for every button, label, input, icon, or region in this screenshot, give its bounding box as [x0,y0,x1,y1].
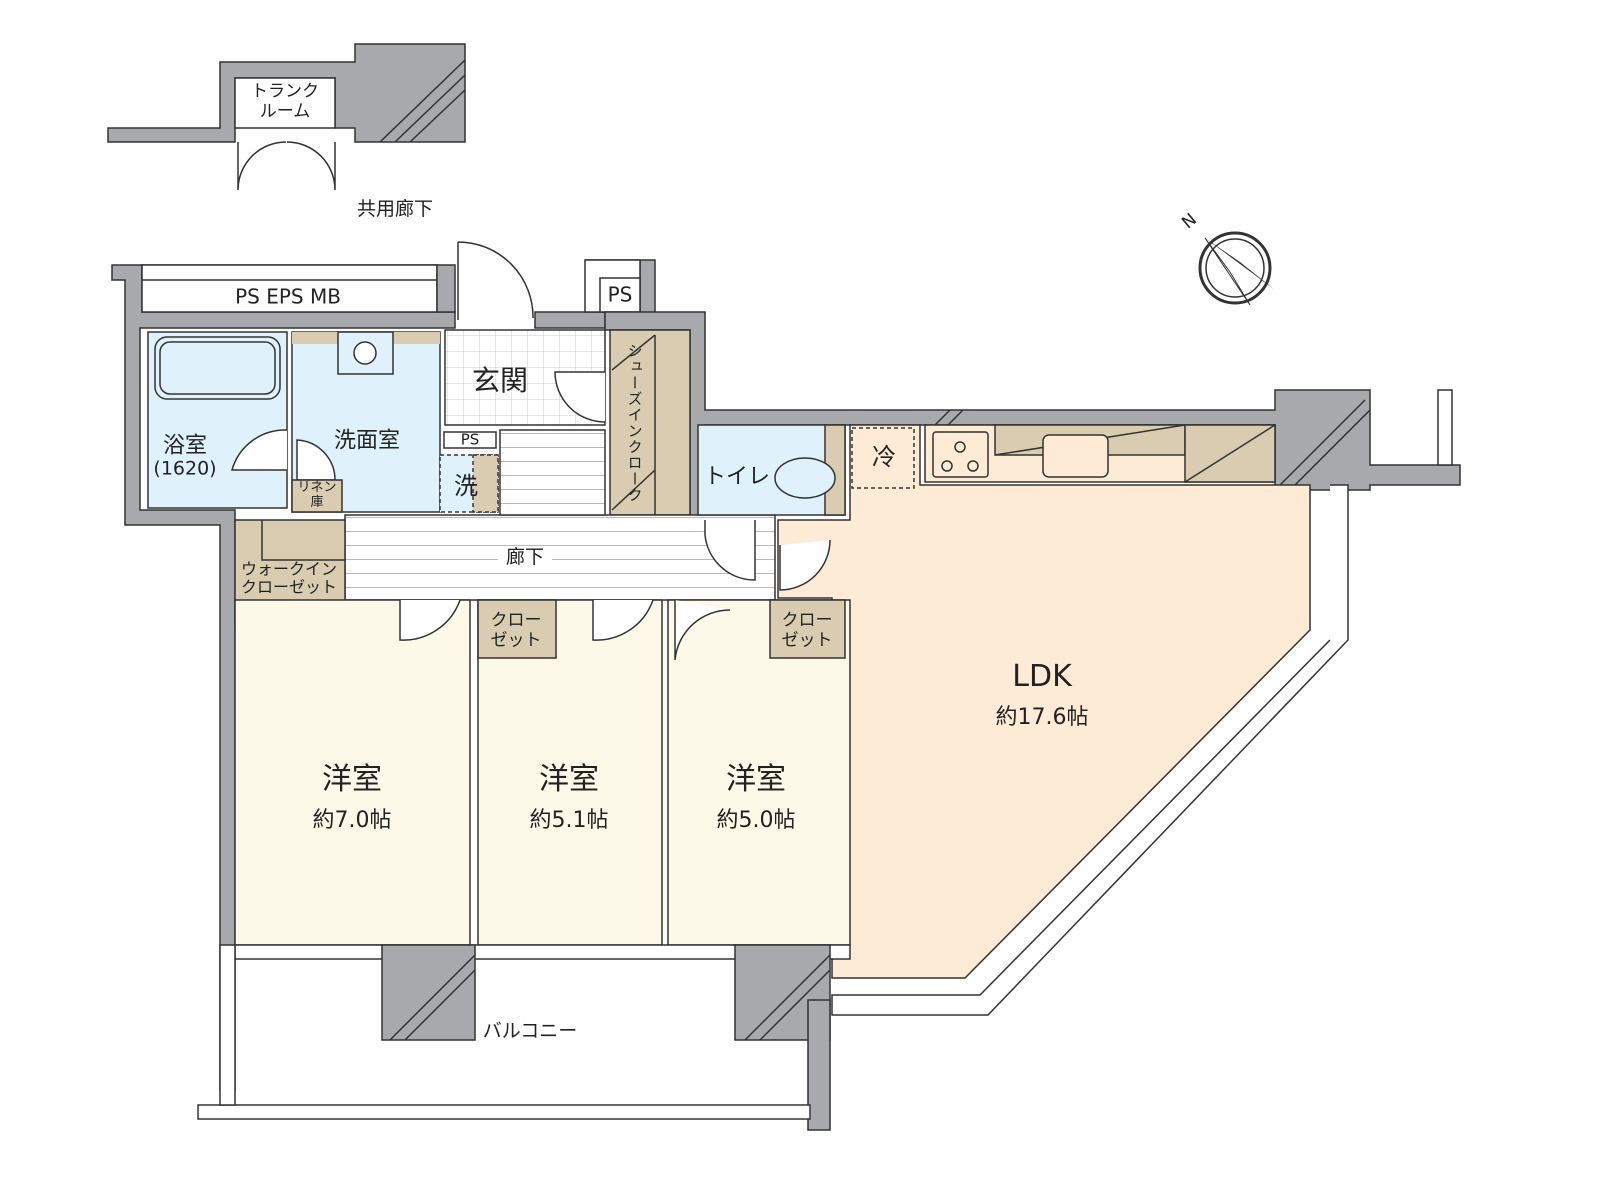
stove [932,431,989,478]
ldk-window [831,484,1349,1016]
bedroom3-name: 洋室 [726,762,786,798]
ps-eps-mb-label: PS EPS MB [235,284,341,309]
ps-top-label: PS [607,282,633,307]
corridor-floor [344,514,776,601]
ldk-floor [777,424,1311,979]
walk-in-closet-label: ウォークイン クローゼット [240,559,338,598]
toilet-bowl [774,457,836,499]
closet-a-line1: クロー [490,610,542,631]
north-arrow-icon [1198,231,1275,306]
bedroom1-floor [234,599,471,946]
shoes-closet [609,329,691,516]
washroom-label: 洗面室 [333,428,401,454]
bedroom3-size: 約5.0帖 [716,807,796,833]
balcony-label: バルコニー [482,1020,578,1043]
bedroom2-name: 洋室 [539,762,599,798]
ldk-name: LDK [1012,659,1072,695]
closet-a-line2: ゼット [490,630,542,650]
closet-b-line2: ゼット [781,630,833,650]
ldk-door [779,539,831,591]
linen-line2: 庫 [310,495,324,510]
linen-line1: リネン [297,480,337,496]
trunk-room-label: トランク ルーム [251,82,319,121]
wic-line2: クローゼット [240,578,338,597]
linen-label: リネン 庫 [297,480,337,511]
bedroom1-label: 洋室 約7.0帖 [313,763,392,833]
bath-label: 浴室 (1620) [153,433,216,480]
bath-name: 浴室 [162,433,207,459]
entrance-label: 玄関 [471,363,529,397]
fridge-label: 冷 [872,443,896,472]
trunk-room [234,77,336,129]
toilet-label: トイレ [703,464,771,490]
closet-b-label: クロー ゼット [782,611,833,650]
bedroom1-size: 約7.0帖 [312,807,392,833]
bedroom1-name: 洋室 [322,762,382,798]
sink [1042,434,1109,478]
closet-b-line1: クロー [781,610,833,631]
trunk-wall [107,43,466,143]
bath-size: (1620) [153,457,217,480]
common-corridor-label: 共用廊下 [356,198,434,221]
trunk-room-line2: ルーム [259,101,311,121]
trunk-room-line1: トランク [251,81,319,102]
closet-a [477,599,557,659]
linen [291,479,343,513]
bedroom2-size: 約5.1帖 [529,807,609,833]
balcony-pillar-left [381,944,476,1041]
washer-label: 洗 [454,472,478,501]
bedroom2-label: 洋室 約5.1帖 [530,763,609,833]
wic-line1: ウォークイン [240,559,338,579]
shoes-closet-label: シューズインクローク [625,343,644,503]
entry-door [457,241,534,320]
closet-a-label: クロー ゼット [491,611,542,650]
corridor-label: 廊下 [497,546,553,569]
bathtub [154,336,281,400]
trunk-door [237,141,336,191]
ldk-size: 約17.6帖 [995,704,1089,730]
bedroom3-label: 洋室 約5.0帖 [717,763,796,833]
ldk-label: LDK 約17.6帖 [996,660,1089,730]
toilet-door [704,520,756,581]
fridge-space [851,427,915,489]
ps-wash-label: PS [460,430,480,449]
balcony-rail [197,1104,811,1120]
entrance-door [554,371,606,423]
closet-b [769,599,846,659]
bath-door [231,429,288,471]
